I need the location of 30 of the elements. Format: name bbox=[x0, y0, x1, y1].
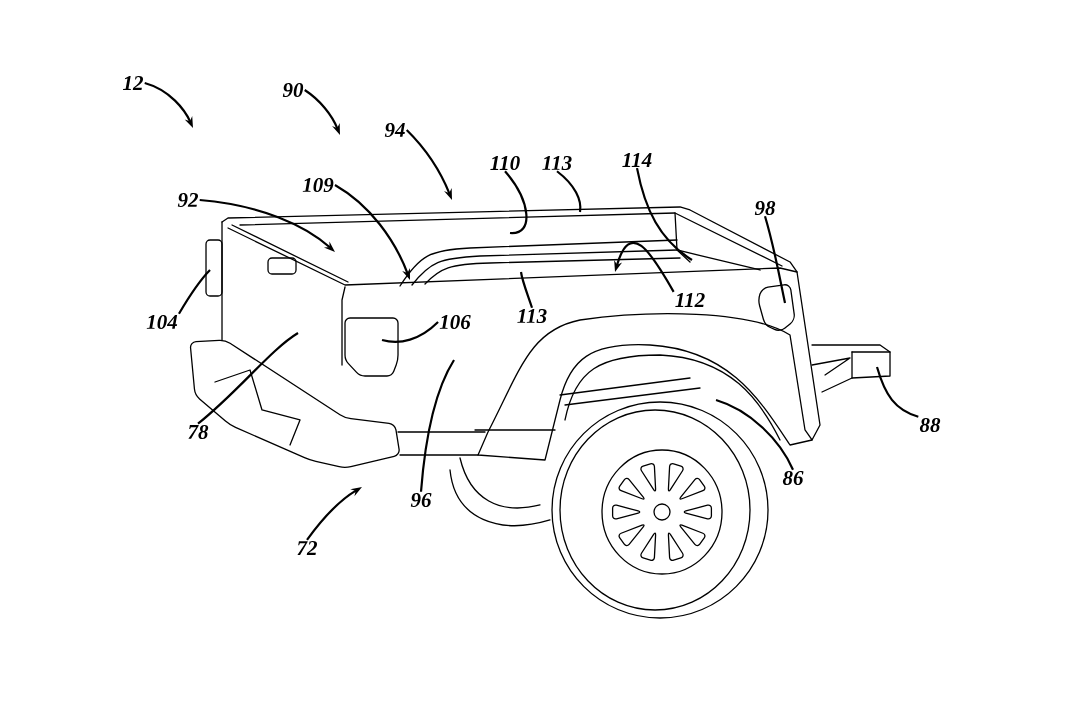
leader-line bbox=[635, 167, 693, 261]
reference-numeral: 96 bbox=[410, 492, 432, 508]
leader-line bbox=[715, 398, 794, 471]
reference-numeral: 12 bbox=[123, 76, 144, 90]
reference-numeral: 90 bbox=[282, 82, 304, 98]
reference-numeral: 106 bbox=[439, 314, 471, 330]
reference-numeral: 78 bbox=[188, 424, 209, 440]
reference-numeral: 86 bbox=[782, 470, 804, 486]
reference-numeral: 110 bbox=[490, 155, 520, 171]
reference-numeral: 104 bbox=[146, 314, 178, 330]
leader-line bbox=[197, 332, 299, 425]
reference-numeral: 109 bbox=[302, 177, 334, 193]
leader-arrow bbox=[614, 241, 675, 293]
reference-numeral: 114 bbox=[622, 153, 652, 167]
reference-numeral: 94 bbox=[384, 122, 405, 138]
leader-line bbox=[519, 271, 534, 309]
leader-line bbox=[763, 215, 787, 304]
reference-numeral: 112 bbox=[675, 293, 705, 307]
reference-numeral: 98 bbox=[754, 200, 776, 216]
leader-line bbox=[504, 170, 528, 235]
reference-numeral: 113 bbox=[517, 308, 547, 324]
reference-numeral: 88 bbox=[919, 417, 941, 433]
leader-line bbox=[556, 170, 582, 213]
leader-line bbox=[875, 366, 919, 418]
reference-numeral: 72 bbox=[297, 541, 318, 555]
leader-line bbox=[419, 359, 455, 492]
reference-numeral: 92 bbox=[177, 192, 199, 208]
leader-line bbox=[381, 321, 439, 343]
leader-line bbox=[178, 269, 211, 315]
reference-numeral: 113 bbox=[542, 155, 572, 171]
